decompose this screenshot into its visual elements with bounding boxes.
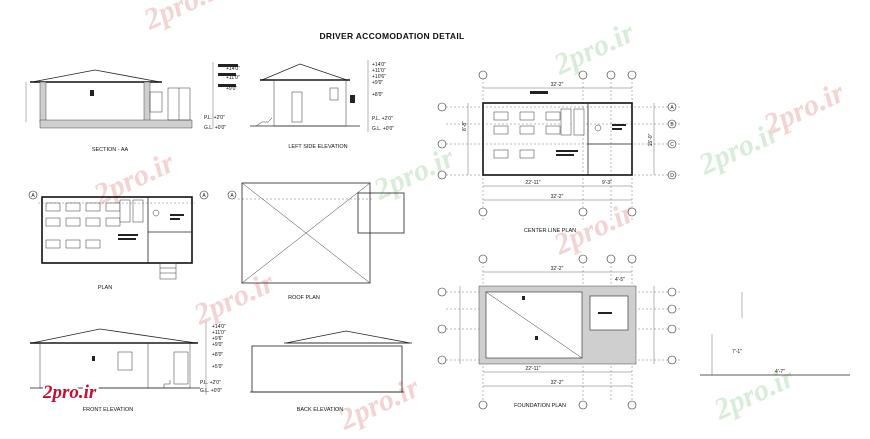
svg-text:+5'0": +5'0"	[212, 364, 223, 370]
center-line-plan-dims: 32'-2" 22'-11" 9'-3" 32'-2" 8'-8" 15'-0"	[462, 82, 654, 200]
svg-text:+9'0": +9'0"	[226, 86, 237, 92]
page-title: DRIVER ACCOMODATION DETAIL	[319, 31, 464, 41]
svg-text:2pro.ir: 2pro.ir	[42, 382, 97, 403]
back-elevation-caption: BACK ELEVATION	[297, 407, 344, 413]
roof-plan-drawing: A	[227, 182, 405, 284]
svg-text:2pro.ir: 2pro.ir	[188, 266, 279, 332]
svg-text:+9'0": +9'0"	[372, 80, 383, 86]
left-side-elevation-drawing	[250, 60, 369, 132]
svg-text:+14'0": +14'0"	[226, 66, 240, 72]
svg-text:2pro.ir: 2pro.ir	[708, 361, 799, 427]
svg-text:G.L. +0'0": G.L. +0'0"	[200, 388, 222, 394]
front-elevation-drawing	[30, 322, 207, 395]
svg-text:+9'0": +9'0"	[212, 342, 223, 348]
svg-text:9'-3": 9'-3"	[602, 180, 612, 186]
svg-text:+11'0": +11'0"	[212, 330, 226, 336]
svg-text:G.L. +0'0": G.L. +0'0"	[204, 125, 226, 131]
svg-text:+14'0": +14'0"	[372, 62, 386, 68]
svg-text:32'-2": 32'-2"	[551, 194, 564, 200]
foundation-plan-caption: FOUNDATION PLAN	[514, 403, 566, 409]
svg-text:32'-2": 32'-2"	[551, 380, 564, 386]
svg-text:+10'6": +10'6"	[372, 74, 386, 80]
back-elevation-drawing	[250, 330, 412, 393]
svg-text:+8'0": +8'0"	[372, 92, 383, 98]
svg-text:32'-2": 32'-2"	[551, 266, 564, 272]
svg-text:7'-1": 7'-1"	[732, 349, 742, 355]
svg-text:+8'0": +8'0"	[212, 352, 223, 358]
svg-text:+14'0": +14'0"	[212, 324, 226, 330]
svg-text:2pro.ir: 2pro.ir	[333, 371, 424, 437]
plan-drawing	[28, 190, 209, 280]
plan-caption: PLAN	[98, 285, 112, 291]
front-elevation-levels: +14'0" +11'0" +9'6" +9'0" +8'0" +5'0" P.…	[200, 324, 226, 394]
left-side-elevation-levels: +14'0" +11'0" +10'6" +9'0" +8'0" P.L. +2…	[372, 62, 394, 132]
svg-text:A: A	[230, 193, 234, 199]
brand-logo: 2pro.ir 2pro.ir	[40, 380, 99, 405]
svg-text:2pro.ir: 2pro.ir	[758, 76, 849, 142]
svg-text:P.L. +2'0": P.L. +2'0"	[372, 116, 393, 122]
section-aa-drawing	[25, 62, 238, 129]
svg-text:P.L. +2'0": P.L. +2'0"	[204, 115, 225, 121]
watermark-layer: 2pro.ir 2pro.ir 2pro.ir 2pro.ir 2pro.ir …	[88, 0, 849, 437]
plan-axis-marks: A A	[31, 193, 206, 199]
section-aa-levels: +14'0" +11'0" +9'0" P.L. +2'0" G.L. +0'0…	[204, 66, 240, 131]
svg-text:8'-8": 8'-8"	[462, 121, 468, 131]
svg-text:22'-11": 22'-11"	[525, 180, 540, 186]
section-aa-caption: SECTION - AA	[92, 147, 129, 153]
svg-text:G.L. +0'0": G.L. +0'0"	[372, 126, 394, 132]
svg-text:+9'6": +9'6"	[212, 336, 223, 342]
svg-text:2pro.ir: 2pro.ir	[42, 382, 97, 403]
svg-text:P.L. +2'0": P.L. +2'0"	[200, 380, 221, 386]
svg-text:B: B	[670, 122, 674, 128]
left-side-elevation-caption: LEFT SIDE ELEVATION	[288, 144, 347, 150]
svg-text:15'-0": 15'-0"	[648, 133, 654, 146]
front-elevation-caption: FRONT ELEVATION	[83, 407, 133, 413]
svg-text:2pro.ir: 2pro.ir	[138, 0, 229, 37]
svg-text:A: A	[670, 105, 674, 111]
svg-text:C: C	[670, 142, 674, 148]
svg-text:+11'0": +11'0"	[372, 68, 386, 74]
svg-text:4'-5": 4'-5"	[615, 277, 625, 283]
center-line-plan-grid-letters: A B C D	[670, 105, 674, 179]
foundation-plan-drawing	[437, 254, 850, 410]
svg-text:32'-2": 32'-2"	[551, 82, 564, 88]
svg-text:A: A	[202, 193, 206, 199]
foundation-plan-dims: 32'-2" 22'-11" 4'-5" 32'-2" 7'-1" 4'-7"	[525, 266, 785, 386]
svg-text:22'-11": 22'-11"	[525, 366, 540, 372]
center-line-plan-caption: CENTER LINE PLAN	[524, 228, 576, 234]
center-line-plan-drawing	[437, 70, 680, 220]
svg-text:2pro.ir: 2pro.ir	[548, 16, 639, 82]
svg-text:D: D	[670, 173, 674, 179]
roof-plan-caption: ROOF PLAN	[288, 295, 320, 301]
svg-text:4'-7": 4'-7"	[775, 369, 785, 375]
svg-text:A: A	[31, 193, 35, 199]
svg-text:+11'0": +11'0"	[226, 75, 240, 81]
